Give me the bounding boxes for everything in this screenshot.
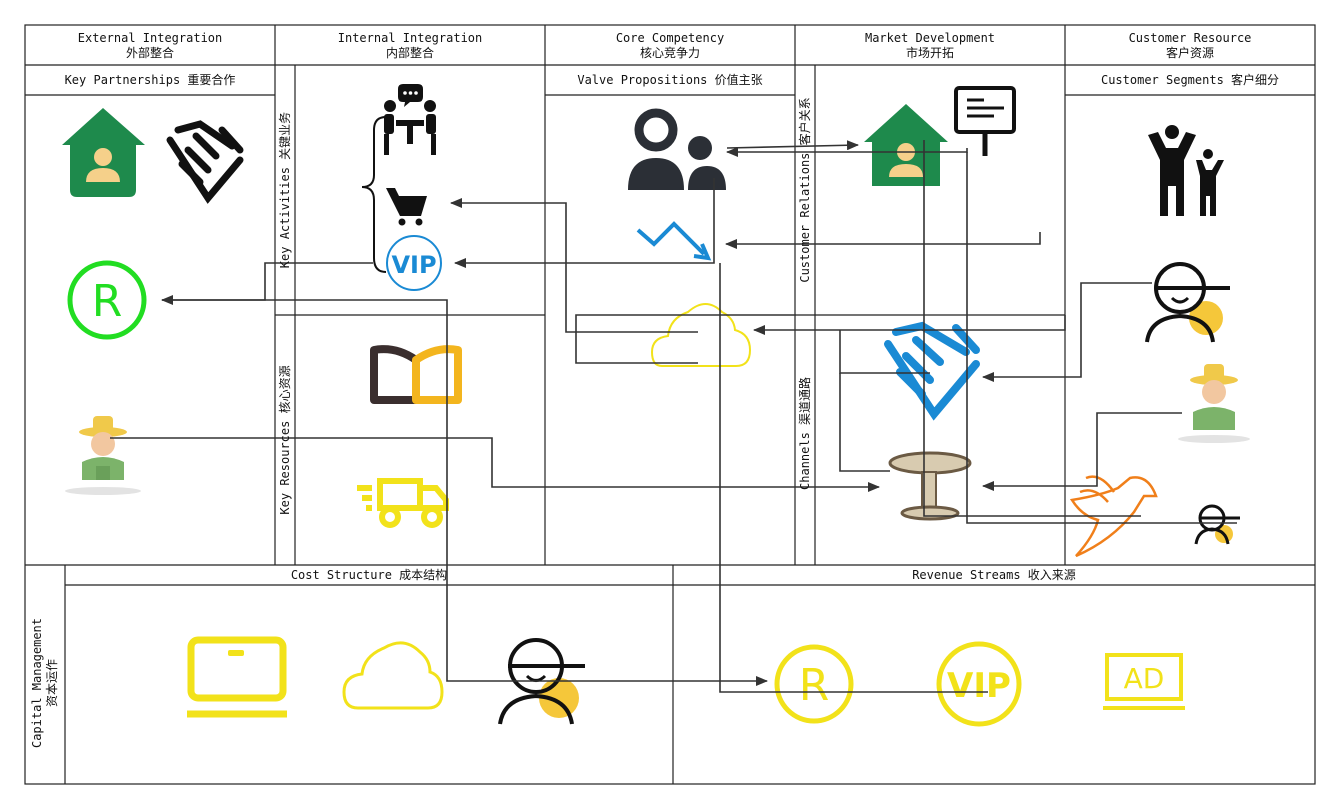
cloud-icon-2 bbox=[342, 641, 444, 710]
home-user-icon bbox=[62, 108, 145, 197]
section-customer-segments: Customer Segments 客户细分 bbox=[1100, 73, 1280, 87]
table-icon bbox=[888, 451, 972, 521]
meeting-icon bbox=[384, 84, 436, 155]
boy-cap-icon-2 bbox=[498, 638, 585, 725]
farmer-icon-2 bbox=[1178, 364, 1250, 443]
signboard-icon bbox=[954, 86, 1016, 156]
connector-arrows bbox=[110, 140, 1237, 693]
section-key-resources: Key Resources 核心资源 bbox=[278, 365, 292, 515]
section-key-activities: Key Activities 关键业务 bbox=[278, 111, 292, 269]
book-icon bbox=[370, 345, 462, 404]
handshake-blue-icon bbox=[884, 321, 980, 421]
laptop-icon bbox=[187, 636, 287, 718]
registered-letter-2: R bbox=[799, 660, 830, 711]
section-cost-structure: Cost Structure 成本结构 bbox=[290, 568, 448, 582]
section-customer-relations: Customer Relations 客户关系 bbox=[798, 97, 812, 283]
parent-child-icon bbox=[1148, 125, 1224, 216]
vip-circle-icon: VIP bbox=[936, 641, 1022, 727]
registered-icon-2: R bbox=[774, 644, 854, 724]
truck-icon bbox=[357, 478, 449, 528]
section-key-partnerships: Key Partnerships 重要合作 bbox=[64, 73, 236, 87]
brace-icon bbox=[361, 116, 387, 273]
boy-cap-small-icon bbox=[1194, 504, 1240, 545]
cart-icon bbox=[386, 188, 427, 226]
grid-lines bbox=[24, 24, 1316, 785]
registered-letter: R bbox=[92, 276, 123, 327]
users-icon bbox=[628, 108, 726, 190]
boy-cap-icon bbox=[1145, 262, 1230, 343]
section-revenue-streams: Revenue Streams 收入来源 bbox=[912, 568, 1076, 582]
section-channels: Channels 渠道通路 bbox=[798, 376, 812, 490]
ad-label: AD bbox=[1124, 662, 1165, 695]
trend-down-icon bbox=[636, 221, 712, 261]
vip-badge-icon: VIP bbox=[386, 235, 442, 291]
registered-icon: R bbox=[67, 260, 147, 340]
farmer-icon bbox=[65, 416, 141, 495]
dove-icon bbox=[1069, 475, 1158, 558]
handshake-icon bbox=[166, 120, 244, 204]
cloud-icon bbox=[650, 303, 752, 367]
vip-badge-label: VIP bbox=[391, 251, 436, 279]
vip-circle-label: VIP bbox=[947, 666, 1011, 706]
section-value-propositions: Valve Propositions 价值主张 bbox=[577, 73, 763, 87]
home-user-icon-2 bbox=[864, 104, 948, 186]
ad-icon: AD bbox=[1103, 653, 1185, 710]
